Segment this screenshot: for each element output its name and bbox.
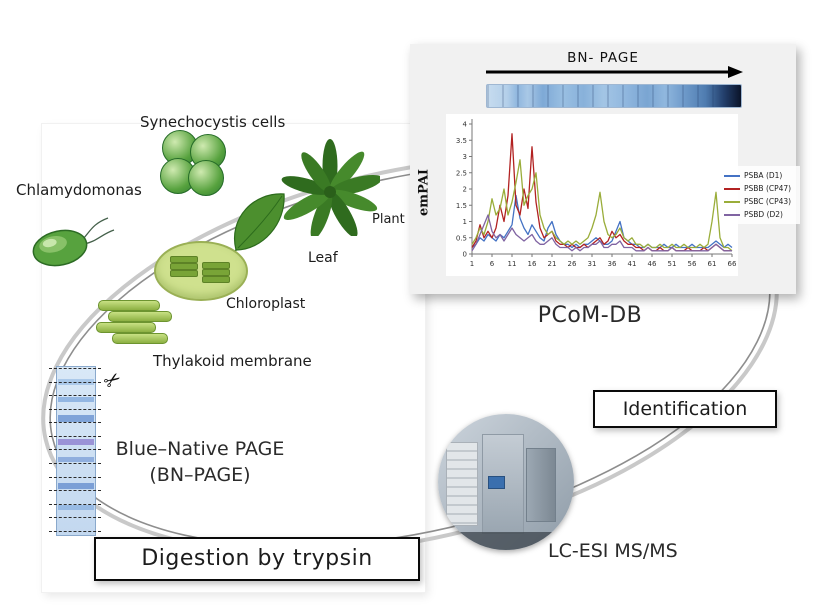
svg-text:2: 2 [463,186,467,194]
synechocystis-label: Synechocystis cells [140,113,286,131]
svg-text:0: 0 [463,251,467,259]
identification-step-box: Identification [593,390,777,428]
svg-text:41: 41 [628,260,637,268]
gel-band [58,483,94,489]
bn-page-label: Blue–Native PAGE (BN–PAGE) [100,436,300,488]
bn-page-arrow [486,66,743,78]
gel-band [58,397,94,402]
granum-stack [202,262,230,269]
svg-text:16: 16 [528,260,537,268]
thylakoid-bar [98,300,160,311]
legend-label: PSBC (CP43) [744,197,792,206]
thylakoid-image [96,300,178,352]
svg-text:51: 51 [668,260,677,268]
svg-text:66: 66 [728,260,737,268]
legend-item: PSBB (CP47) [724,182,798,195]
plant-image [281,139,380,236]
thylakoid-label: Thylakoid membrane [153,352,312,370]
chart-legend: PSBA (D1) PSBB (CP47) PSBC (CP43) PSBD (… [722,166,800,224]
thylakoid-bar [96,322,156,333]
legend-item: PSBA (D1) [724,169,798,182]
leaf-image [228,193,285,258]
svg-text:26: 26 [568,260,577,268]
gel-band [58,439,94,445]
svg-text:4: 4 [463,121,468,129]
bn-page-label-line2: (BN–PAGE) [149,464,251,486]
svg-text:1: 1 [463,218,467,226]
granum-stack [202,269,230,276]
svg-text:31: 31 [588,260,597,268]
svg-text:46: 46 [648,260,657,268]
svg-text:3: 3 [463,153,467,161]
legend-label: PSBB (CP47) [744,184,792,193]
instrument-screen [488,476,505,489]
svg-text:6: 6 [490,260,495,268]
chloroplast-image [154,241,248,301]
gel-band [58,505,94,510]
svg-text:56: 56 [688,260,697,268]
granum-stack [170,256,198,263]
synechocystis-cells-image [160,130,230,196]
legend-item: PSBC (CP43) [724,195,798,208]
svg-text:1.5: 1.5 [456,202,467,210]
legend-swatch [724,213,740,216]
plant-label: Plant [372,212,405,227]
lc-esi-label: LC-ESI MS/MS [548,540,678,562]
pcom-db-label: PCoM-DB [537,303,643,328]
svg-text:2.5: 2.5 [456,169,467,177]
legend-label: PSBD (D2) [744,210,783,219]
legend-swatch [724,187,740,190]
bn-page-gel-image [56,366,96,536]
digestion-step-box: Digestion by trypsin [94,537,420,581]
bn-page-label-line1: Blue–Native PAGE [115,438,285,460]
bn-page-gel-strip-horizontal [486,84,742,108]
granum-stack [170,263,198,270]
chlamydomonas-label: Chlamydomonas [16,181,142,199]
instrument-rack [446,442,478,526]
svg-text:3.5: 3.5 [456,137,467,145]
granum-stack [170,270,198,277]
legend-swatch [724,174,740,177]
granum-stack [202,276,230,283]
gel-band [58,415,94,422]
cell-circle [188,160,224,196]
svg-text:36: 36 [608,260,617,268]
gel-slice-lines [49,368,101,532]
legend-label: PSBA (D1) [744,171,783,180]
legend-swatch [724,200,740,203]
thylakoid-bar [112,333,168,344]
lc-ms-photo [438,414,574,550]
panel-title: BN- PAGE [567,50,639,66]
chloroplast-label: Chloroplast [226,296,306,312]
legend-item: PSBD (D2) [724,208,798,221]
gel-band [58,457,94,462]
leaf-label: Leaf [308,250,338,266]
thylakoid-bar [108,311,172,322]
svg-text:1: 1 [470,260,474,268]
y-axis-label: emPAI [416,168,432,217]
svg-text:11: 11 [508,260,517,268]
svg-text:21: 21 [548,260,557,268]
svg-text:61: 61 [708,260,717,268]
svg-text:0.5: 0.5 [456,234,467,242]
instrument-column [526,448,556,522]
chlamydomonas-image [32,217,115,267]
photo-floor [438,532,574,550]
